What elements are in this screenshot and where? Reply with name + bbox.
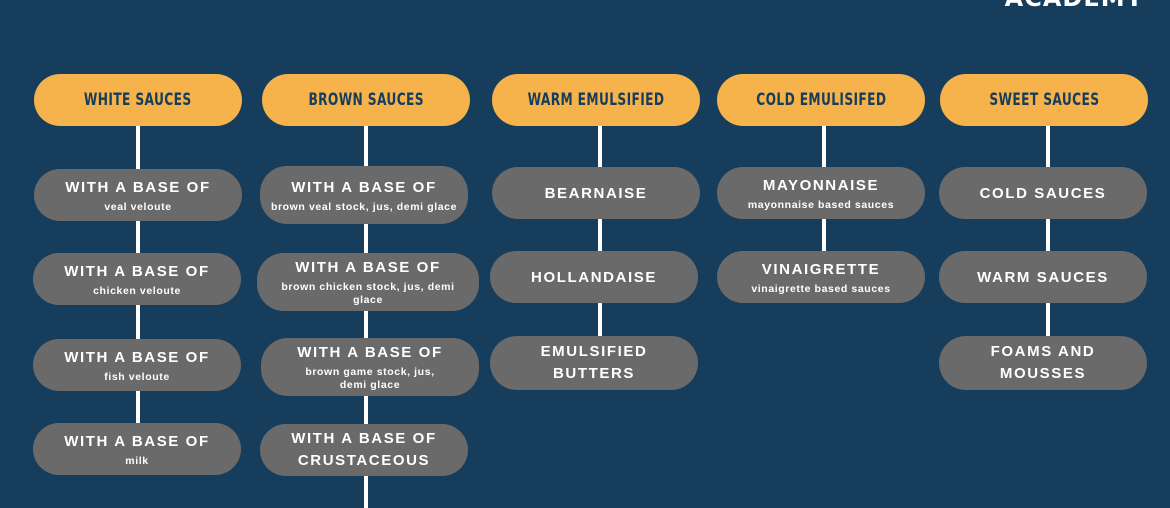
node-bearnaise: BEARNAISE [492,167,700,219]
node-title: BEARNAISE [544,184,648,202]
node-title: WITH A BASE OF [291,178,437,196]
node-hollandaise: HOLLANDAISE [490,251,698,303]
header-cold-emulsified: COLD EMULISIFED [717,74,925,126]
node-emulsified-butters: EMULSIFIED BUTTERS [490,336,698,390]
node-title: COLD SAUCES [979,184,1107,202]
node-brown-veal-stock: WITH A BASE OF brown veal stock, jus, de… [260,166,468,224]
node-title: FOAMS AND MOUSSES [990,343,1096,382]
node-brown-crustaceous: WITH A BASE OF CRUSTACEOUS [260,424,468,476]
node-mayonnaise: MAYONNAISE mayonnaise based sauces [717,167,925,219]
node-brown-game-stock: WITH A BASE OF brown game stock, jus, de… [261,338,479,396]
node-title: VINAIGRETTE [761,260,881,278]
node-white-milk: WITH A BASE OF milk [33,423,241,475]
node-subtitle: veal veloute [104,200,172,213]
header-brown-sauces: BROWN SAUCES [262,74,470,126]
header-sweet-sauces: SWEET SAUCES [940,74,1148,126]
header-label: SWEET SAUCES [989,90,1099,110]
node-subtitle: chicken veloute [93,284,181,297]
node-subtitle: brown veal stock, jus, demi glace [270,200,458,213]
node-brown-chicken-stock: WITH A BASE OF brown chicken stock, jus,… [257,253,479,311]
node-title: WITH A BASE OF [297,344,443,361]
node-title: WITH A BASE OF [64,348,210,366]
header-label: BROWN SAUCES [308,90,424,110]
node-subtitle: milk [125,454,149,467]
node-subtitle: fish veloute [104,370,170,383]
node-vinaigrette: VINAIGRETTE vinaigrette based sauces [717,251,925,303]
node-warm-sauces: WARM SAUCES [939,251,1147,303]
node-white-fish-veloute: WITH A BASE OF fish veloute [33,339,241,391]
connector-line-sweet [1046,120,1050,360]
node-white-chicken-veloute: WITH A BASE OF chicken veloute [33,253,241,305]
node-subtitle: brown game stock, jus, demi glace [305,366,435,391]
brand-logo-text: ACADEMY [1005,0,1144,10]
node-title: EMULSIFIED BUTTERS [540,343,648,382]
node-title: WITH A BASE OF [64,262,210,280]
connector-line-warm-emulsified [598,120,602,360]
node-subtitle: vinaigrette based sauces [751,282,891,295]
node-title: WITH A BASE OF [65,178,211,196]
node-foams-and-mousses: FOAMS AND MOUSSES [939,336,1147,390]
node-cold-sauces: COLD SAUCES [939,167,1147,219]
header-label: WARM EMULSIFIED [527,90,665,110]
header-white-sauces: WHITE SAUCES [34,74,242,126]
header-warm-emulsified: WARM EMULSIFIED [492,74,700,126]
node-title: HOLLANDAISE [531,268,657,286]
node-subtitle: mayonnaise based sauces [747,198,895,211]
node-subtitle: brown chicken stock, jus, demi glace [281,281,455,306]
node-title: WITH A BASE OF [295,259,441,276]
header-label: WHITE SAUCES [84,90,192,110]
connector-line-brown [364,120,368,508]
node-title: WITH A BASE OF CRUSTACEOUS [291,430,437,469]
node-title: MAYONNAISE [762,176,880,194]
node-white-veal-veloute: WITH A BASE OF veal veloute [34,169,242,221]
node-title: WITH A BASE OF [64,432,210,450]
header-label: COLD EMULISIFED [755,90,887,110]
node-title: WARM SAUCES [977,268,1109,286]
